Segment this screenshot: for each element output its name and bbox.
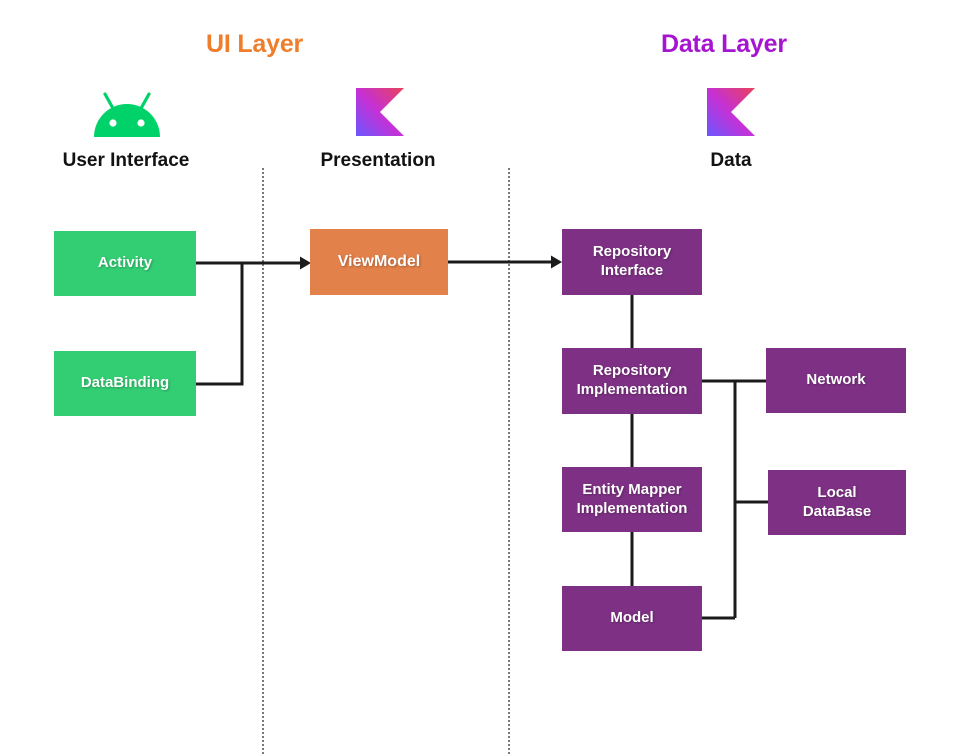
column-heading-user-interface: User Interface	[62, 150, 190, 171]
data-layer-title: Data Layer	[661, 30, 787, 58]
layer-divider-right	[508, 168, 510, 754]
ui-layer-title: UI Layer	[206, 30, 304, 58]
node-entity-mapper-implementation[interactable]: Entity Mapper Implementation	[562, 467, 702, 532]
node-local-database[interactable]: Local DataBase	[768, 470, 906, 535]
node-network[interactable]: Network	[766, 348, 906, 413]
node-activity[interactable]: Activity	[54, 231, 196, 296]
node-repository-implementation[interactable]: Repository Implementation	[562, 348, 702, 414]
arrowhead-repository-interface	[551, 255, 562, 269]
kotlin-logo-icon	[356, 88, 404, 136]
node-model[interactable]: Model	[562, 586, 702, 651]
node-databinding[interactable]: DataBinding	[54, 351, 196, 416]
node-viewmodel[interactable]: ViewModel	[310, 229, 448, 295]
column-heading-presentation: Presentation	[320, 150, 436, 171]
connector-activity-databinding	[196, 261, 244, 386]
node-repository-interface[interactable]: Repository Interface	[562, 229, 702, 295]
android-logo-icon	[92, 92, 162, 138]
layer-divider-left	[262, 168, 264, 754]
column-heading-data: Data	[710, 150, 752, 171]
kotlin-logo-icon	[707, 88, 755, 136]
